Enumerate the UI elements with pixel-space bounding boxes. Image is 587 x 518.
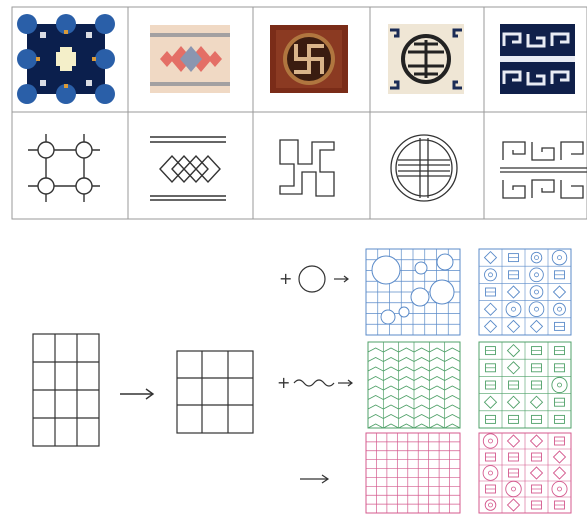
- pink-grid-border: [366, 433, 460, 513]
- result-diamond: [485, 396, 497, 408]
- result-circle: [530, 286, 543, 299]
- result-circle: [485, 269, 497, 281]
- result-circle: [512, 487, 516, 491]
- outline-shou: [391, 135, 457, 201]
- outline-quatrefoil: [28, 134, 100, 202]
- result-circle: [552, 377, 567, 392]
- result-diamond: [508, 499, 520, 511]
- result-circle: [552, 481, 567, 496]
- grid-circle: [411, 288, 429, 306]
- swatch-swastika: [270, 25, 348, 93]
- outline-diamond: [150, 137, 226, 200]
- result-circle: [512, 307, 516, 311]
- result-circle: [530, 268, 544, 282]
- outline-swastika: [280, 140, 334, 196]
- arrow-right-icon: [334, 276, 348, 282]
- grid-circle: [437, 254, 453, 270]
- result-diamond: [531, 435, 543, 447]
- grid-circle: [415, 262, 427, 274]
- result-circle: [535, 256, 539, 260]
- result-pattern-waves: [479, 342, 571, 428]
- circle-icon: [299, 266, 325, 292]
- result-circle: [483, 434, 497, 448]
- result-pattern-circles: [479, 249, 571, 335]
- result-circle: [558, 383, 562, 387]
- result-diamond: [485, 303, 497, 315]
- result-circle: [531, 252, 542, 263]
- result-diamond: [554, 467, 566, 479]
- square-grid: [177, 351, 253, 433]
- result-circle: [506, 302, 521, 317]
- variant-grid-chevrons: [368, 342, 460, 428]
- result-diamond: [554, 286, 566, 298]
- result-circle: [489, 503, 493, 507]
- result-diamond: [554, 451, 566, 463]
- result-diamond: [508, 396, 520, 408]
- result-diamond: [485, 252, 497, 264]
- arrow-base-to-grid: [120, 389, 153, 399]
- swatch-shou: [388, 24, 464, 94]
- arrow-right-icon: [300, 475, 328, 483]
- result-diamond: [508, 286, 520, 298]
- outline-fret: [500, 142, 587, 198]
- arrow-right-icon: [338, 380, 352, 386]
- grid-circle: [372, 256, 400, 284]
- operator-circle: +: [279, 266, 348, 292]
- swatch-diamond: [150, 25, 230, 93]
- result-circle: [489, 439, 493, 443]
- result-circle: [489, 471, 493, 475]
- wave-icon: [294, 380, 334, 386]
- operator-wave: +: [277, 373, 352, 392]
- result-diamond: [531, 396, 543, 408]
- grid-circle: [381, 310, 395, 324]
- result-circle: [552, 250, 567, 265]
- result-diamond: [508, 320, 520, 332]
- result-diamond: [508, 345, 520, 357]
- swatch-fret: [500, 24, 575, 94]
- result-diamond: [485, 320, 497, 332]
- result-diamond: [508, 435, 520, 447]
- result-diamond: [508, 362, 520, 374]
- variant-grid-plain: [366, 433, 460, 513]
- base-grid: [33, 334, 99, 446]
- swatch-quatrefoil: [17, 14, 115, 104]
- variant-grid-circles: [366, 249, 460, 335]
- result-diamond: [531, 320, 543, 332]
- result-diamond: [531, 467, 543, 479]
- result-circle: [535, 273, 539, 277]
- result-circle: [535, 307, 539, 311]
- result-circle: [485, 500, 496, 511]
- result-circle: [535, 290, 539, 294]
- plus-sign: +: [279, 269, 292, 288]
- result-circle: [483, 466, 498, 481]
- result-circle: [558, 256, 562, 260]
- grid-circle: [399, 307, 409, 317]
- result-circle: [558, 487, 562, 491]
- result-circle: [558, 307, 562, 311]
- result-circle: [489, 273, 493, 277]
- result-circle: [529, 302, 544, 317]
- result-pattern-plain: [479, 433, 571, 513]
- result-circle: [554, 303, 566, 315]
- result-circle: [506, 481, 522, 497]
- plus-sign: +: [277, 373, 290, 392]
- operator-plain: [300, 475, 328, 483]
- grid-circle: [430, 280, 454, 304]
